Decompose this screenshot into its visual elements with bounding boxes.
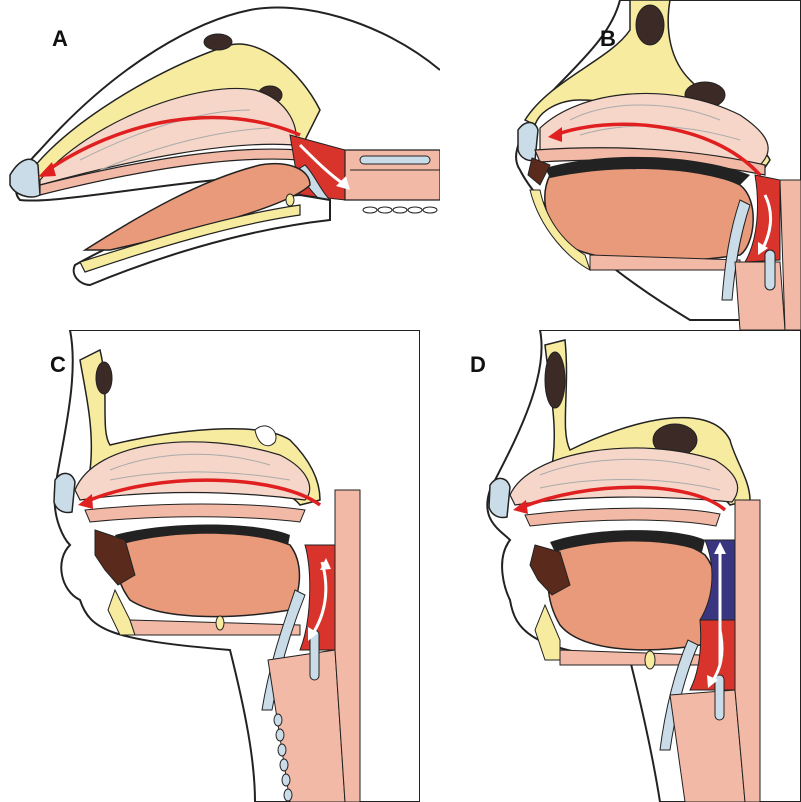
panel-b: B bbox=[440, 0, 801, 330]
panel-a: A bbox=[0, 0, 440, 300]
panel-d: D bbox=[420, 330, 801, 802]
panel-label: D bbox=[470, 352, 486, 378]
panel-label: B bbox=[600, 26, 616, 52]
panel-label: C bbox=[50, 352, 66, 378]
panel-c: C bbox=[0, 330, 420, 802]
panel-label: A bbox=[52, 26, 68, 52]
adult-human-airway-diagram bbox=[420, 330, 801, 802]
chimpanzee-airway-diagram bbox=[440, 0, 801, 330]
infant-airway-diagram bbox=[0, 330, 420, 802]
